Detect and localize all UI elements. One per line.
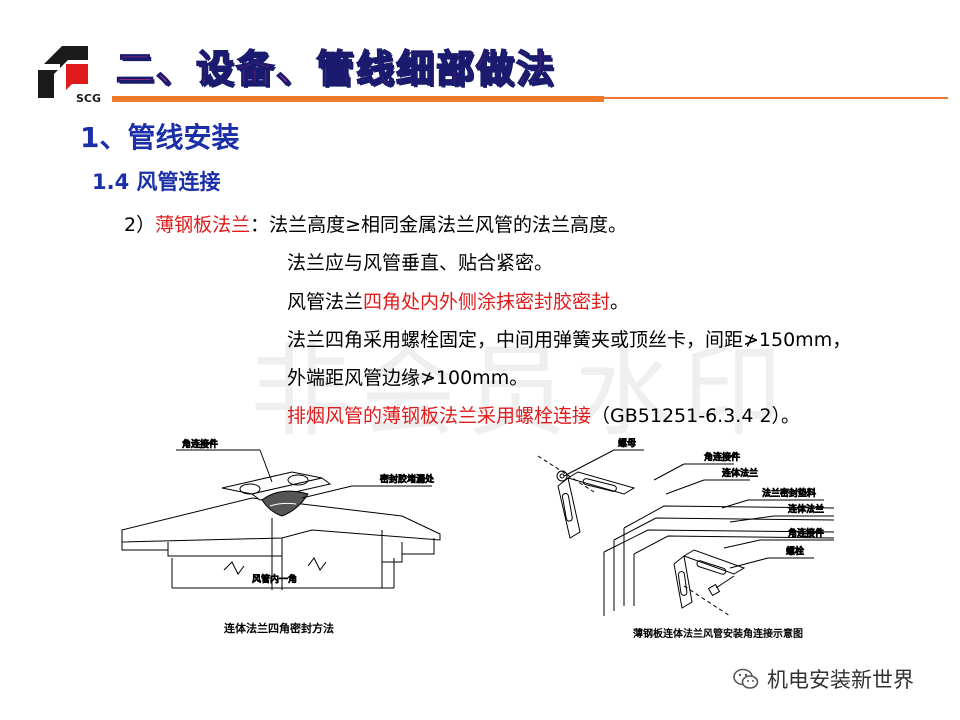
item-rest: 法兰高度≥相同金属法兰风管的法兰高度。 xyxy=(269,214,628,236)
body-line: 法兰应与风管垂直、贴合紧密。 xyxy=(287,252,554,274)
wechat-icon xyxy=(733,668,759,689)
page-title: 二、设备、管线细部做法 xyxy=(115,46,557,92)
section-heading: 1、管线安装 xyxy=(80,121,240,154)
right-figure-diagram: 螺母 角连接件 连体法兰 法兰密封垫料 连体法兰 角连接件 螺栓 xyxy=(534,436,854,626)
item-term: 薄钢板法兰 xyxy=(155,214,251,236)
fig-right-label: 法兰密封垫料 xyxy=(762,487,816,499)
company-logo: SCG xyxy=(32,40,112,105)
fig-left-label: 密封胶堵漏处 xyxy=(380,473,434,485)
logo-text: SCG xyxy=(76,92,101,104)
body-line: 法兰四角采用螺栓固定，中间用弹簧夹或顶丝卡，间距≯150mm， xyxy=(287,329,852,351)
fig-right-label: 连体法兰 xyxy=(788,503,824,515)
fig-right-label: 螺栓 xyxy=(786,545,804,557)
body-line: 排烟风管的薄钢板法兰采用螺栓连接（GB51251-6.3.4 2）。 xyxy=(287,401,800,428)
body-line: 外端距风管边缘≯100mm。 xyxy=(287,367,529,389)
body-line-red: 排烟风管的薄钢板法兰采用螺栓连接 xyxy=(287,405,592,427)
body-line-post: （GB51251-6.3.4 2）。 xyxy=(591,405,801,427)
fig-right-label: 螺母 xyxy=(618,438,636,449)
body-line-post: 。 xyxy=(610,291,630,313)
title-underline-thin xyxy=(604,97,948,99)
subsection-heading: 1.4 风管连接 xyxy=(92,170,221,194)
right-figure-caption: 薄钢板连体法兰风管安装角连接示意图 xyxy=(633,629,803,640)
item-colon: ： xyxy=(250,214,270,236)
watermark: 非会员水印 xyxy=(250,333,790,450)
fig-right-label: 连体法兰 xyxy=(722,467,758,479)
fig-right-label: 角连接件 xyxy=(704,451,740,463)
title-underline-thick xyxy=(112,96,604,102)
body-line-red: 四角处内外侧涂抹密封胶密封 xyxy=(363,291,611,313)
item-number: 2） xyxy=(124,214,156,236)
footer-text: 机电安装新世界 xyxy=(767,668,914,692)
footer-brand: 机电安装新世界 xyxy=(733,664,914,694)
left-figure-caption: 连体法兰四角密封方法 xyxy=(224,622,334,635)
body-line-pre: 风管法兰 xyxy=(287,291,364,313)
fig-right-label: 角连接件 xyxy=(788,527,824,539)
left-figure-diagram: 角连接件 密封胶堵漏处 风管内一角 xyxy=(112,438,452,618)
fig-left-label: 风管内一角 xyxy=(252,573,297,585)
body-line-item: 2）薄钢板法兰：法兰高度≥相同金属法兰风管的法兰高度。 xyxy=(124,210,627,237)
body-line: 风管法兰四角处内外侧涂抹密封胶密封。 xyxy=(287,287,629,314)
fig-left-label: 角连接件 xyxy=(182,438,218,450)
